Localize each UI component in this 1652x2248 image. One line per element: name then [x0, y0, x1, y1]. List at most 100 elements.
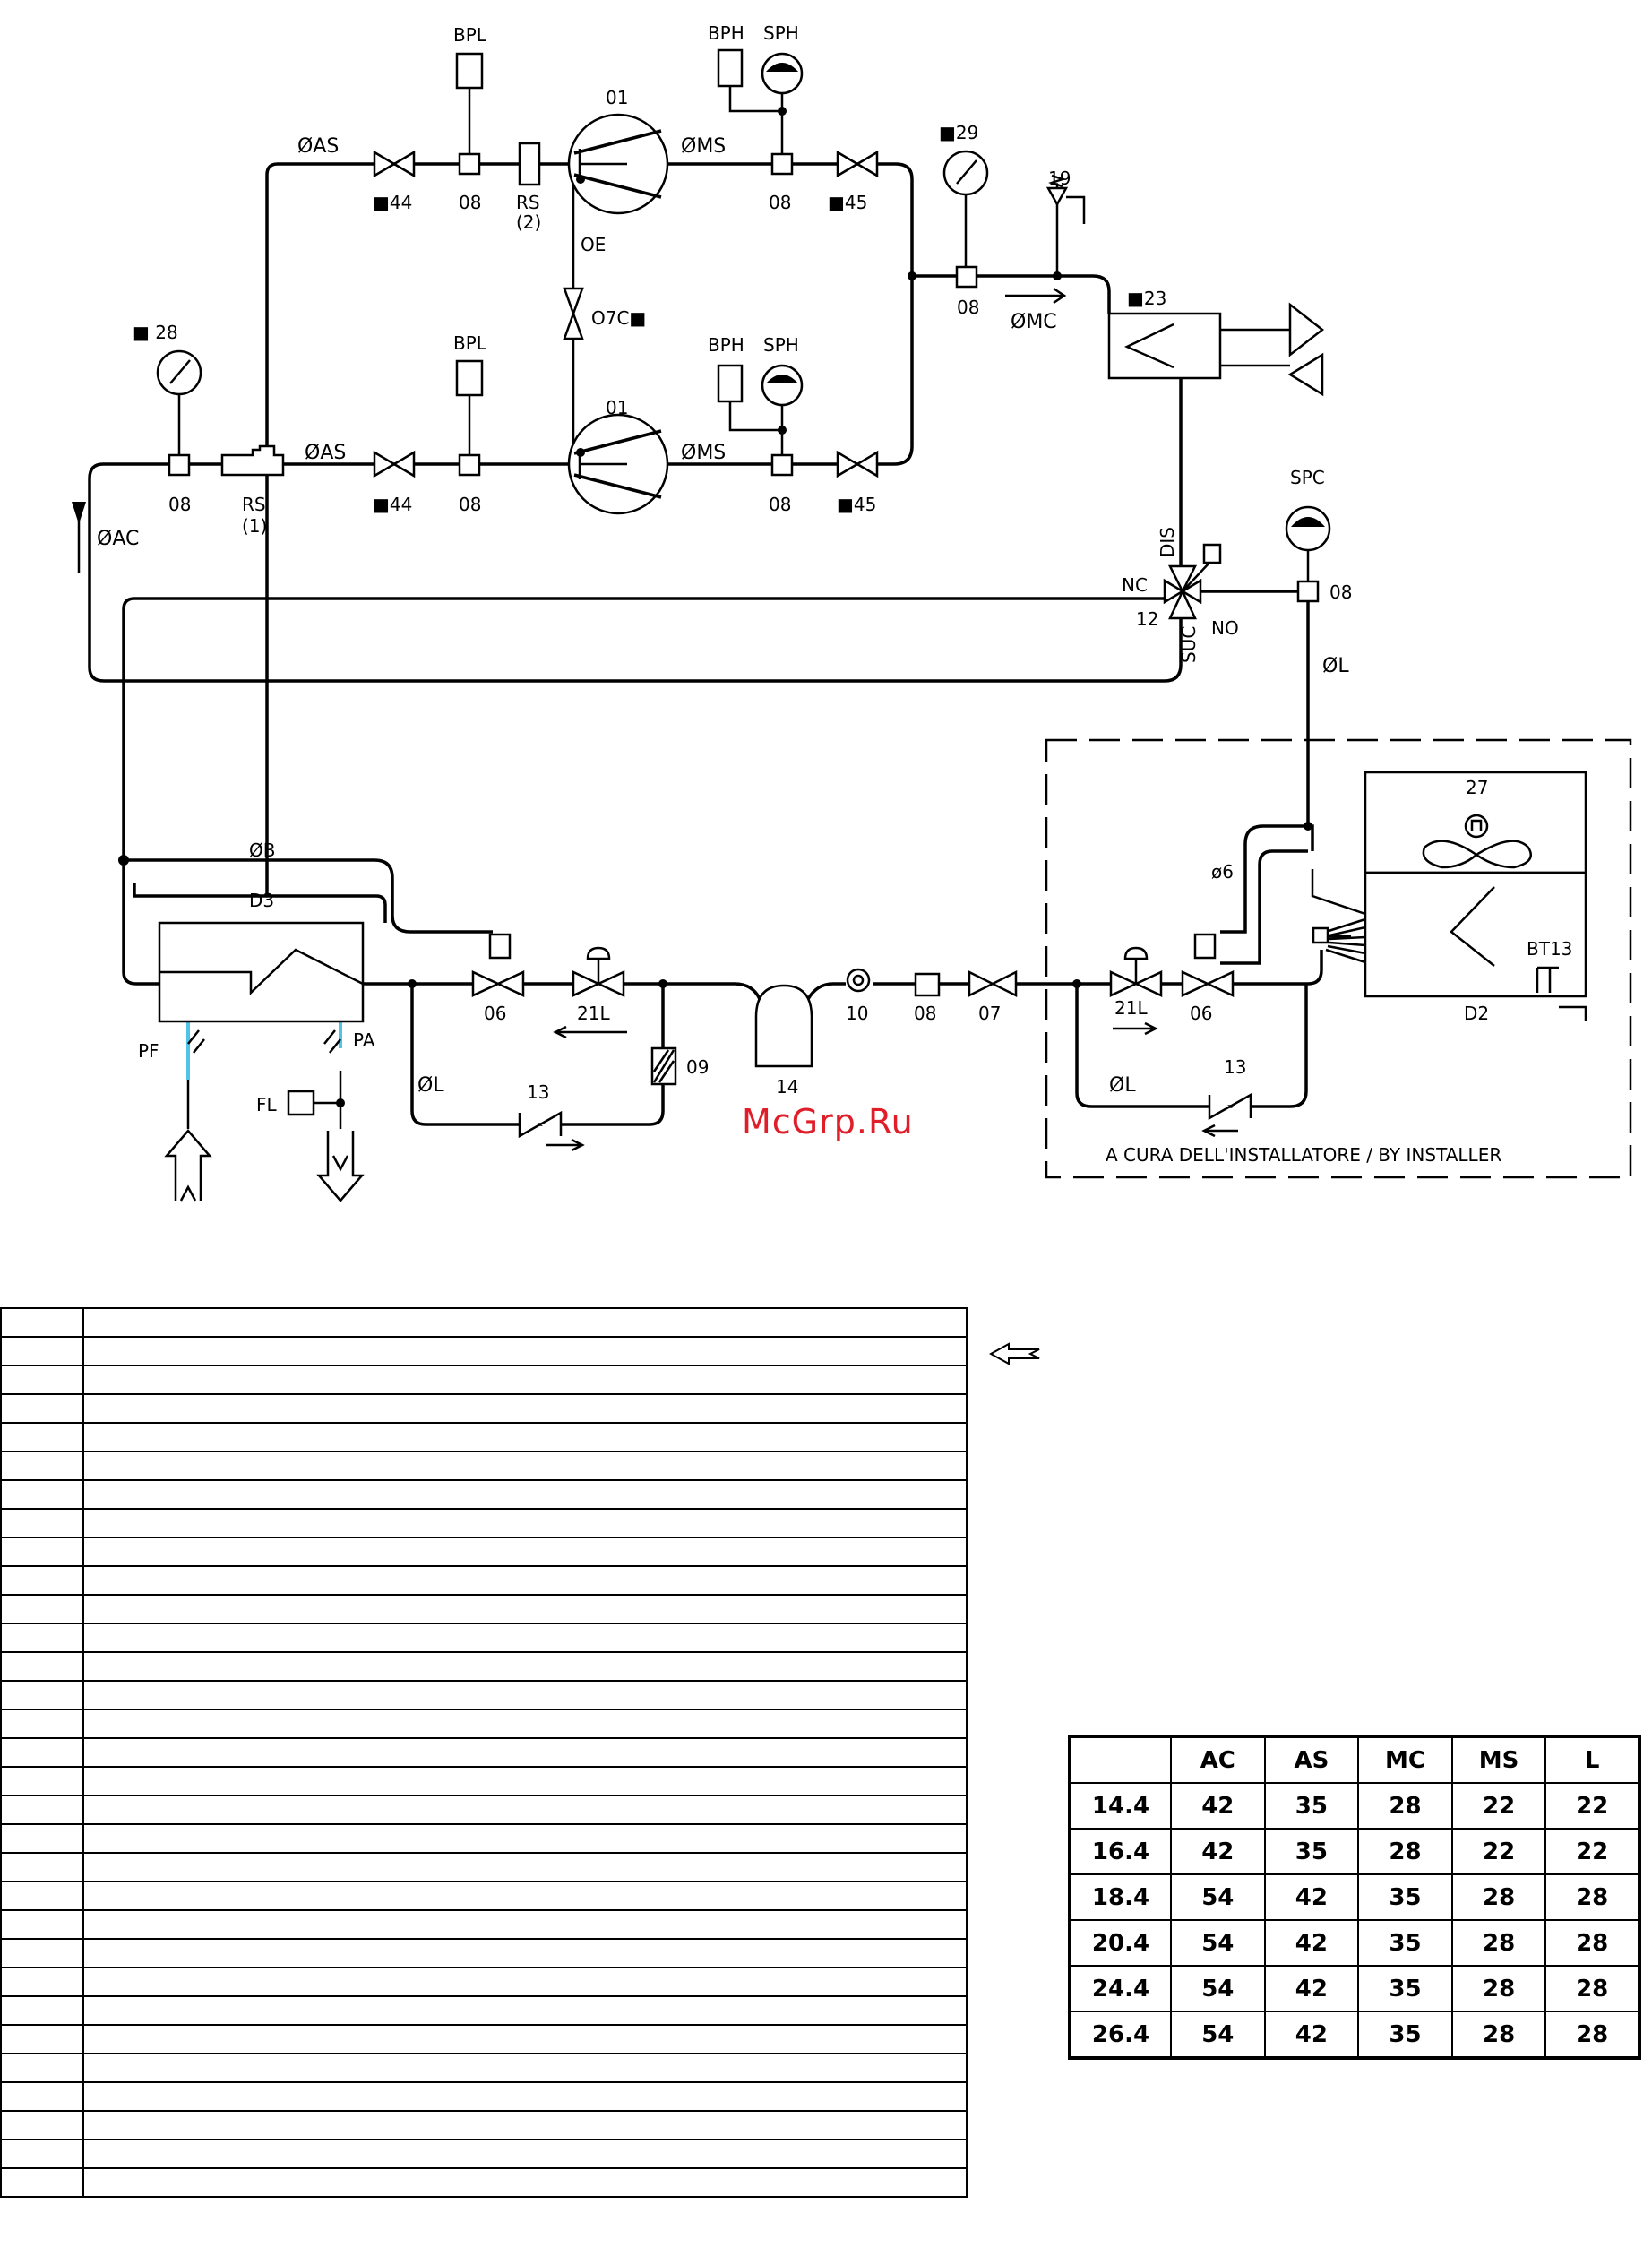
legend-description-cell	[82, 2081, 968, 2112]
legend-code-cell	[0, 1737, 84, 1768]
pipe-table-header: MS	[1450, 1736, 1547, 1784]
label-dl-left: ØL	[417, 1074, 444, 1097]
table-cell: 35	[1357, 1919, 1453, 1967]
legend-row	[0, 1938, 968, 1968]
legend-code-cell	[0, 1422, 84, 1452]
label-08-g: 08	[1329, 581, 1352, 603]
table-row: 18.4 54 42 35 28 28	[1069, 1873, 1640, 1921]
legend-description-cell	[82, 2110, 968, 2140]
legend-description-cell	[82, 1995, 968, 2026]
legend-row	[0, 1365, 968, 1395]
legend-description-cell	[82, 1365, 968, 1395]
d3-label: D3	[249, 890, 274, 911]
table-row: 16.4 42 35 28 22 22	[1069, 1828, 1640, 1875]
sight-glass-10	[846, 968, 871, 993]
table-cell: 42	[1263, 1919, 1360, 1967]
rs-1	[220, 444, 285, 477]
label-06-right: 06	[1190, 1003, 1212, 1024]
legend-code-cell	[0, 1909, 84, 1940]
table-cell: 28	[1544, 1873, 1640, 1921]
pipe-table-header-row: AC AS MC MS L	[1069, 1736, 1640, 1784]
legend-row	[0, 1565, 968, 1596]
compressor-lower-label: 01	[606, 397, 628, 418]
table-cell: 28	[1357, 1828, 1453, 1875]
legend-code-cell	[0, 1594, 84, 1624]
solenoid-21l-left	[572, 946, 625, 997]
sph-lower-label: SPH	[763, 334, 799, 356]
legend-code-cell	[0, 1852, 84, 1882]
legend-code-cell	[0, 1967, 84, 1997]
water-in-arrow	[164, 1129, 212, 1202]
label-13-left: 13	[527, 1081, 549, 1103]
legend-code-cell	[0, 1393, 84, 1424]
label-08-d: 08	[168, 494, 191, 515]
flow-arrow-21l-right	[1113, 1021, 1158, 1036]
legend-code-cell	[0, 1823, 84, 1854]
legend-description-cell	[82, 1594, 968, 1624]
legend-row	[0, 1737, 968, 1768]
d2-label: D2	[1464, 1003, 1489, 1024]
compressor-upper	[567, 113, 669, 215]
valves-ball	[373, 150, 1018, 998]
flow-arrow-mc	[1005, 287, 1067, 305]
pipe-diameter-table: AC AS MC MS L 14.4 42 35 28 22 22 16.4 4…	[1068, 1735, 1641, 2060]
legend-row	[0, 1623, 968, 1653]
safety-valve-19	[1045, 174, 1086, 224]
rs-2-sub-label: (2)	[516, 211, 541, 233]
legend-code-cell	[0, 1709, 84, 1739]
legend-row	[0, 1995, 968, 2026]
label-07: 07	[978, 1003, 1001, 1024]
label-dl-installer: ØL	[1109, 1074, 1136, 1097]
label-10: 10	[846, 1003, 868, 1024]
label-44-lower: ■44	[373, 494, 412, 515]
legend-row	[0, 2081, 968, 2112]
legend-description-cell	[82, 1479, 968, 1510]
legend-row	[0, 1795, 968, 1825]
bpl-upper-label: BPL	[453, 24, 487, 46]
label-08-f: 08	[769, 494, 791, 515]
refrigerant-circuit-diagram: A CURA DELL'INSTALLATORE / BY INSTALLER …	[72, 22, 1632, 1202]
legend-row	[0, 1909, 968, 1940]
three-way-valve-12	[1163, 543, 1222, 620]
label-12: 12	[1136, 608, 1158, 630]
legend-code-cell	[0, 2024, 84, 2054]
table-cell: 28	[1544, 1919, 1640, 1967]
water-out-arrow	[316, 1131, 365, 1202]
legend-description-cell	[82, 1823, 968, 1854]
label-das-lower: ØAS	[305, 442, 346, 464]
bt13-label: BT13	[1527, 938, 1572, 960]
legend-description-cell	[82, 1537, 968, 1567]
sph-upper-label: SPH	[763, 22, 799, 44]
label-06-left: 06	[484, 1003, 506, 1024]
legend-code-cell	[0, 1881, 84, 1911]
o7c-label: O7C■	[591, 307, 646, 329]
check-valve-13-right	[1201, 1092, 1252, 1138]
legend-description-cell	[82, 1709, 968, 1739]
legend-description-cell	[82, 1909, 968, 1940]
legend-code-cell	[0, 1365, 84, 1395]
legend-code-cell	[0, 1995, 84, 2026]
legend-description-cell	[82, 1422, 968, 1452]
fl-label: FL	[256, 1094, 278, 1115]
gauge-28-label: ■ 28	[133, 322, 178, 343]
legend-row	[0, 1651, 968, 1682]
table-cell: 42	[1170, 1782, 1266, 1830]
valve-06-left	[471, 933, 525, 997]
bpl-upper	[455, 52, 484, 90]
bpl-lower-label: BPL	[453, 332, 487, 354]
table-cell: 35	[1357, 1965, 1453, 2012]
label-08-a: 08	[459, 192, 481, 213]
table-cell: 28	[1544, 2011, 1640, 2059]
table-cell: 18.4	[1069, 1873, 1172, 1921]
condenser-23	[1107, 302, 1325, 397]
label-08-c: 08	[957, 297, 979, 318]
table-cell: 54	[1170, 2011, 1266, 2059]
legend-code-cell	[0, 1451, 84, 1481]
legend-description-cell	[82, 1737, 968, 1768]
installer-boundary	[1045, 738, 1632, 1179]
table-cell: 28	[1450, 1965, 1547, 2012]
legend-description-cell	[82, 1680, 968, 1710]
table-cell: 22	[1450, 1782, 1547, 1830]
table-row: 26.4 54 42 35 28 28	[1069, 2011, 1640, 2059]
legend-row	[0, 1393, 968, 1424]
